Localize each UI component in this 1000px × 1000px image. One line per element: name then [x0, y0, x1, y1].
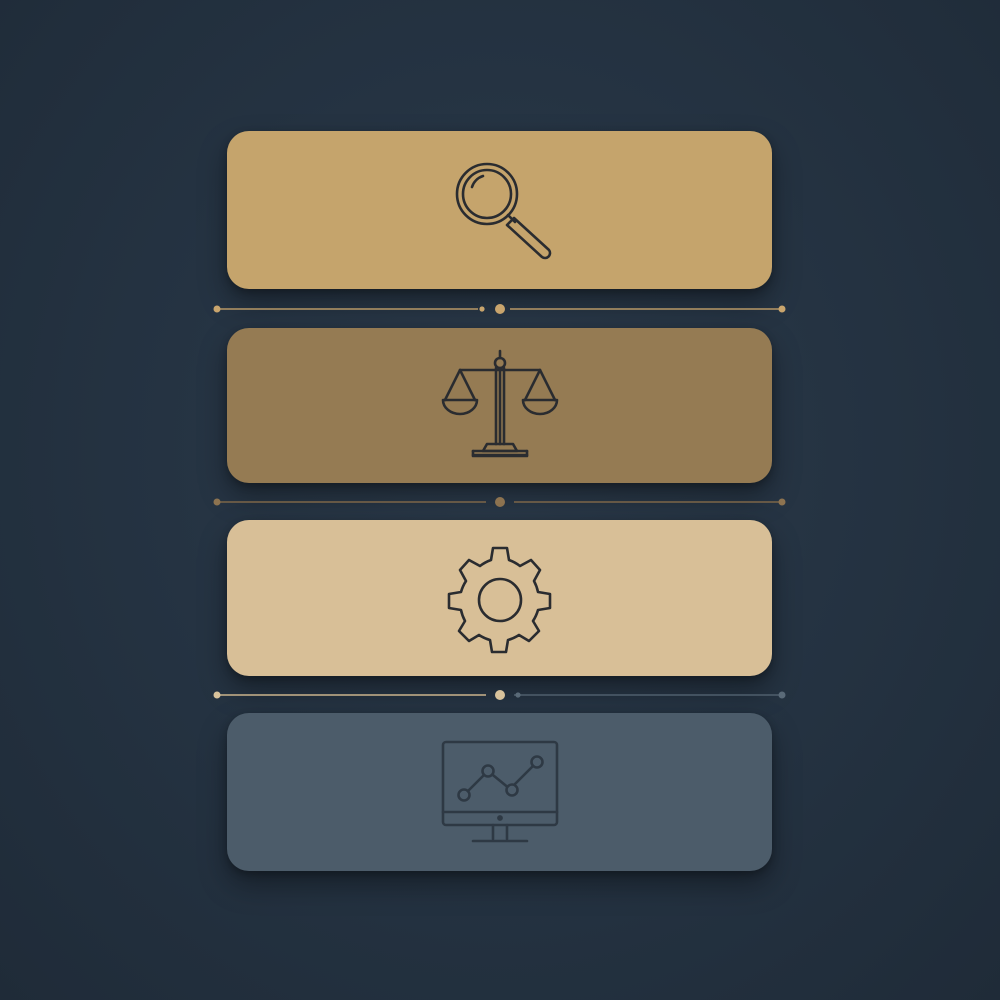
balance-scale-icon [435, 341, 565, 471]
connector-3 [210, 688, 790, 702]
magnifying-glass-icon [435, 145, 565, 275]
step-card-research [227, 131, 772, 289]
gear-icon [435, 533, 565, 663]
step-card-processing [227, 520, 772, 676]
step-card-evaluation [227, 328, 772, 483]
connector-1 [210, 302, 790, 316]
step-card-reporting [227, 713, 772, 871]
connector-2 [210, 495, 790, 509]
monitor-chart-icon [435, 727, 565, 857]
